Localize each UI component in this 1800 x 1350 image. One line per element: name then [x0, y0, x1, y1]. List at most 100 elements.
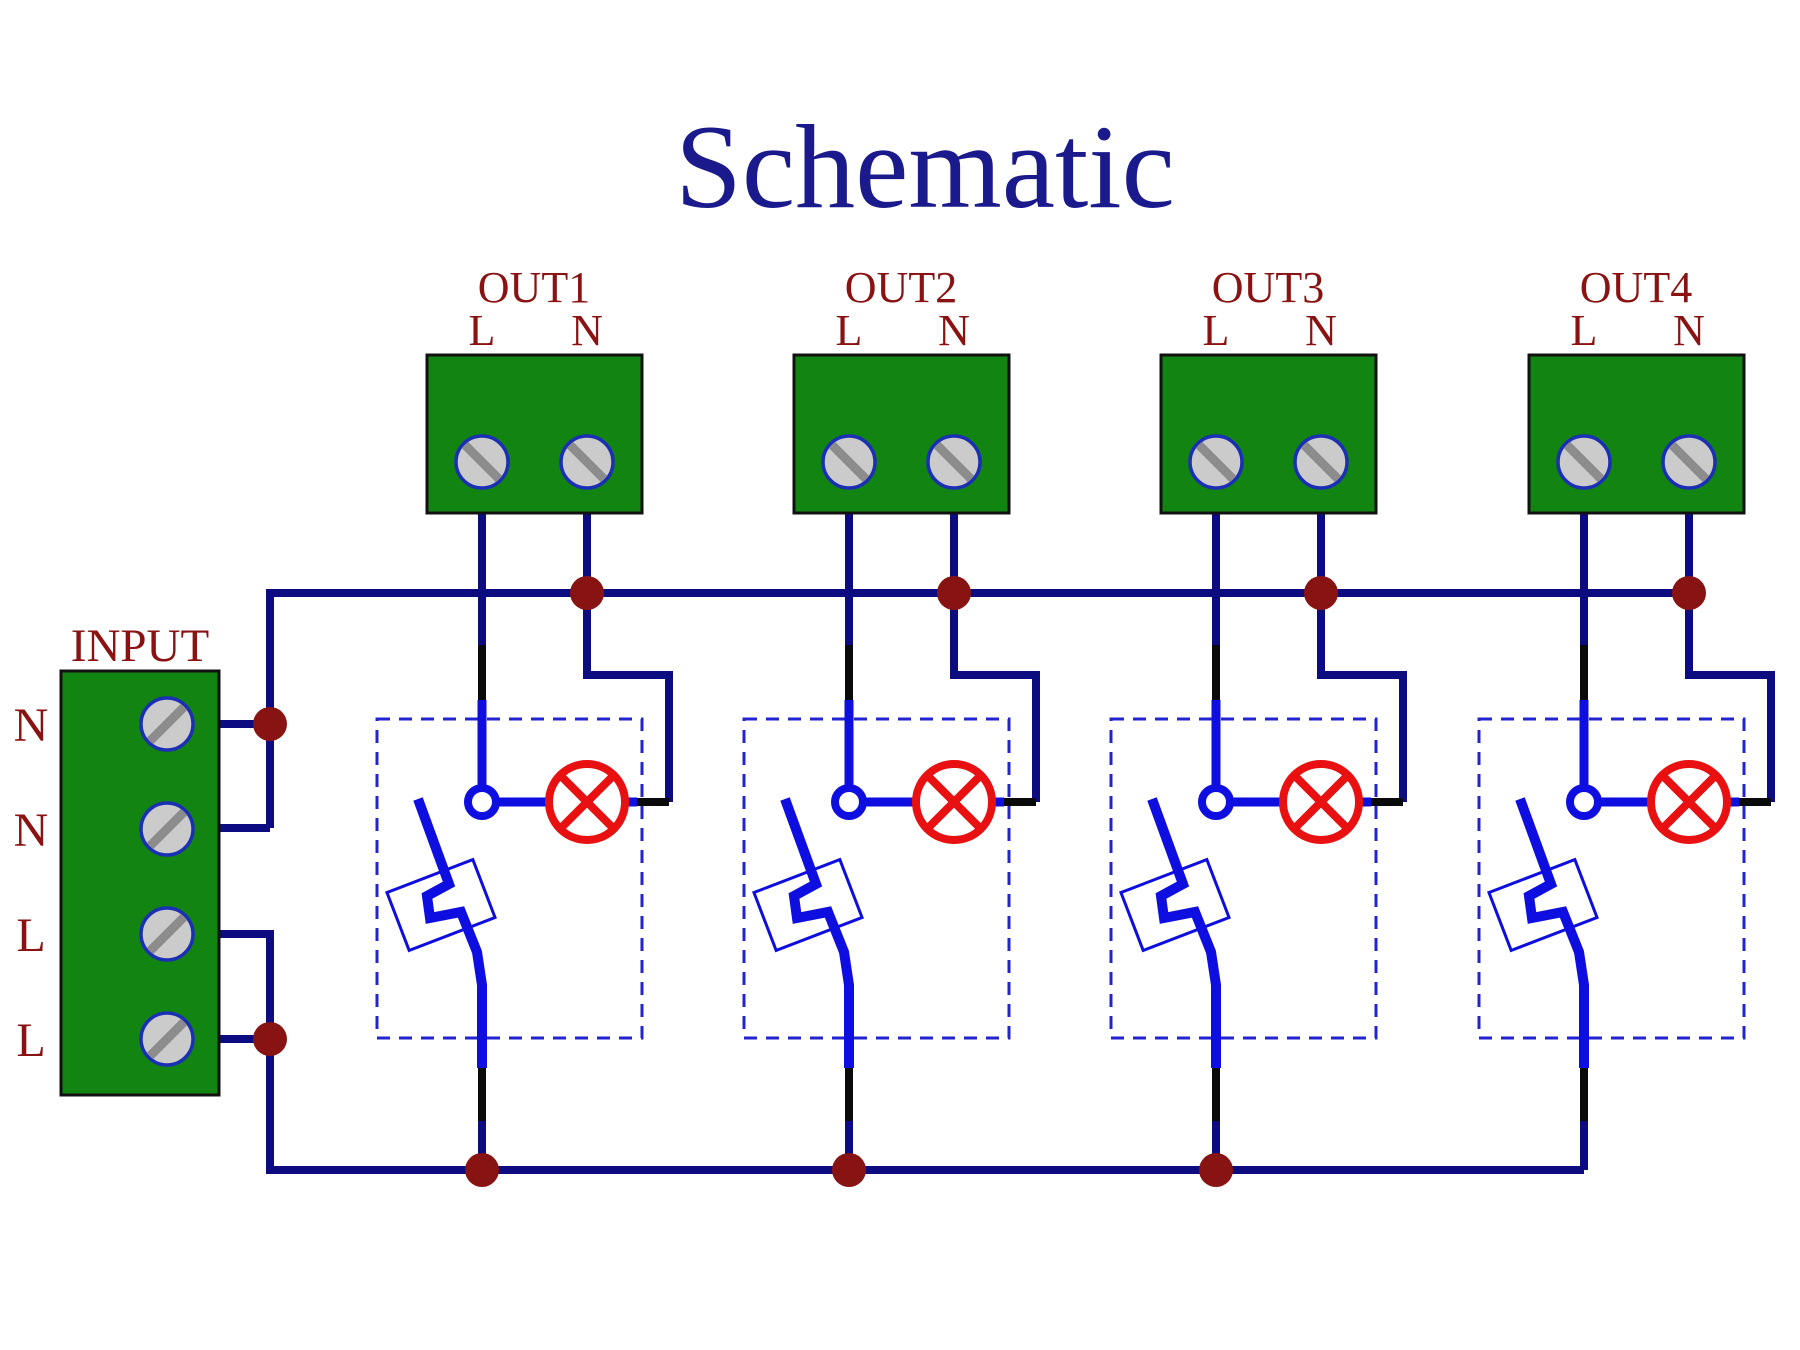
- terminal-block-out4: [1527, 353, 1746, 515]
- screw-terminal: [1188, 434, 1244, 490]
- indicator-lamp: [1647, 760, 1731, 844]
- screw-terminal: [821, 434, 877, 490]
- lamp-x-icon: [1659, 772, 1719, 832]
- relay-module-outline: [742, 717, 1011, 1040]
- lamp-circle-icon: [1647, 760, 1731, 844]
- switch-blade: [1515, 797, 1589, 1068]
- screw-terminal: [139, 906, 195, 962]
- screw-terminal: [139, 801, 195, 857]
- pin-label-l: L: [1203, 306, 1230, 355]
- screw-terminal: [1293, 434, 1349, 490]
- lamp-neutral-wire: [950, 593, 1040, 802]
- junction-dot: [253, 707, 287, 741]
- terminal-block-body: [792, 353, 1011, 515]
- diagram-title: Schematic: [675, 100, 1175, 233]
- pin-label-l: L: [836, 306, 863, 355]
- lamp-x-icon: [557, 772, 617, 832]
- junction-dot: [1304, 576, 1338, 610]
- screw-terminal: [1661, 434, 1717, 490]
- relay-module-outline: [375, 717, 644, 1040]
- input-pin-label: N: [14, 699, 49, 752]
- indicator-lamp: [912, 760, 996, 844]
- lamp-circle-icon: [1279, 760, 1363, 844]
- pin-label-n: N: [1305, 306, 1337, 355]
- live-bus-wire: [219, 930, 1584, 1174]
- pin-label-n: N: [1673, 306, 1705, 355]
- junction-dot: [570, 576, 604, 610]
- screw-terminal: [1556, 434, 1612, 490]
- screw-slot-icon: [146, 913, 188, 955]
- lamp-circle-icon: [545, 760, 629, 844]
- screw-slot-icon: [1300, 441, 1342, 483]
- pin-label-n: N: [938, 306, 970, 355]
- switch-blade: [413, 797, 487, 1068]
- screw-slot-icon: [933, 441, 975, 483]
- terminal-block-out2: [792, 353, 1011, 515]
- lamp-circle-icon: [912, 760, 996, 844]
- input-name-label: INPUT: [71, 620, 209, 672]
- input-pin-label: N: [14, 804, 49, 857]
- switch-pole: [831, 784, 867, 820]
- out-name-label: OUT1: [478, 263, 590, 312]
- pin-label-l: L: [1571, 306, 1598, 355]
- screw-slot-icon: [461, 441, 503, 483]
- bus-wiring: [219, 589, 1688, 1174]
- screw-slot-icon: [1563, 441, 1605, 483]
- screw-slot-icon: [566, 441, 608, 483]
- screw-terminal: [559, 434, 615, 490]
- terminal-block-out3: [1159, 353, 1378, 515]
- pin-label-n: N: [571, 306, 603, 355]
- screw-slot-icon: [1195, 441, 1237, 483]
- switch-blade: [780, 797, 854, 1068]
- screw-terminal: [139, 1011, 195, 1067]
- screw-terminal: [926, 434, 982, 490]
- out-name-label: OUT3: [1212, 263, 1324, 312]
- lamp-neutral-wire: [1317, 593, 1407, 802]
- junction-dot: [1672, 576, 1706, 610]
- relay-coil: [752, 857, 864, 953]
- terminal-block-body: [1527, 353, 1746, 515]
- screw-slot-icon: [146, 808, 188, 850]
- terminal-block-body: [1159, 353, 1378, 515]
- input-pin-label: L: [16, 1014, 45, 1067]
- out-name-label: OUT4: [1580, 263, 1692, 312]
- junction-dot: [832, 1153, 866, 1187]
- switch-blade: [1147, 797, 1221, 1068]
- screw-slot-icon: [146, 1018, 188, 1060]
- junction-dot: [1199, 1153, 1233, 1187]
- indicator-lamp: [1279, 760, 1363, 844]
- lamp-neutral-wire: [583, 593, 673, 802]
- screw-slot-icon: [146, 703, 188, 745]
- switch-pole: [464, 784, 500, 820]
- terminal-block-body: [425, 353, 644, 515]
- screw-slot-icon: [1668, 441, 1710, 483]
- switch-pole: [1566, 784, 1602, 820]
- screw-slot-icon: [828, 441, 870, 483]
- lamp-neutral-wire: [1685, 593, 1775, 802]
- relay-module-outline: [1477, 717, 1746, 1040]
- relay-coil: [1487, 857, 1599, 953]
- pin-label-l: L: [469, 306, 496, 355]
- input-pin-label: L: [16, 909, 45, 962]
- lamp-x-icon: [1291, 772, 1351, 832]
- out-name-label: OUT2: [845, 263, 957, 312]
- relay-module-outline: [1109, 717, 1378, 1040]
- junction-dot: [465, 1153, 499, 1187]
- screw-terminal: [454, 434, 510, 490]
- terminal-block-out1: [425, 353, 644, 515]
- junction-dot: [937, 576, 971, 610]
- relay-coil: [1119, 857, 1231, 953]
- terminal-block-body: [59, 669, 221, 1097]
- relay-coil: [385, 857, 497, 953]
- switch-pole: [1198, 784, 1234, 820]
- junction-dot: [253, 1022, 287, 1056]
- lamp-x-icon: [924, 772, 984, 832]
